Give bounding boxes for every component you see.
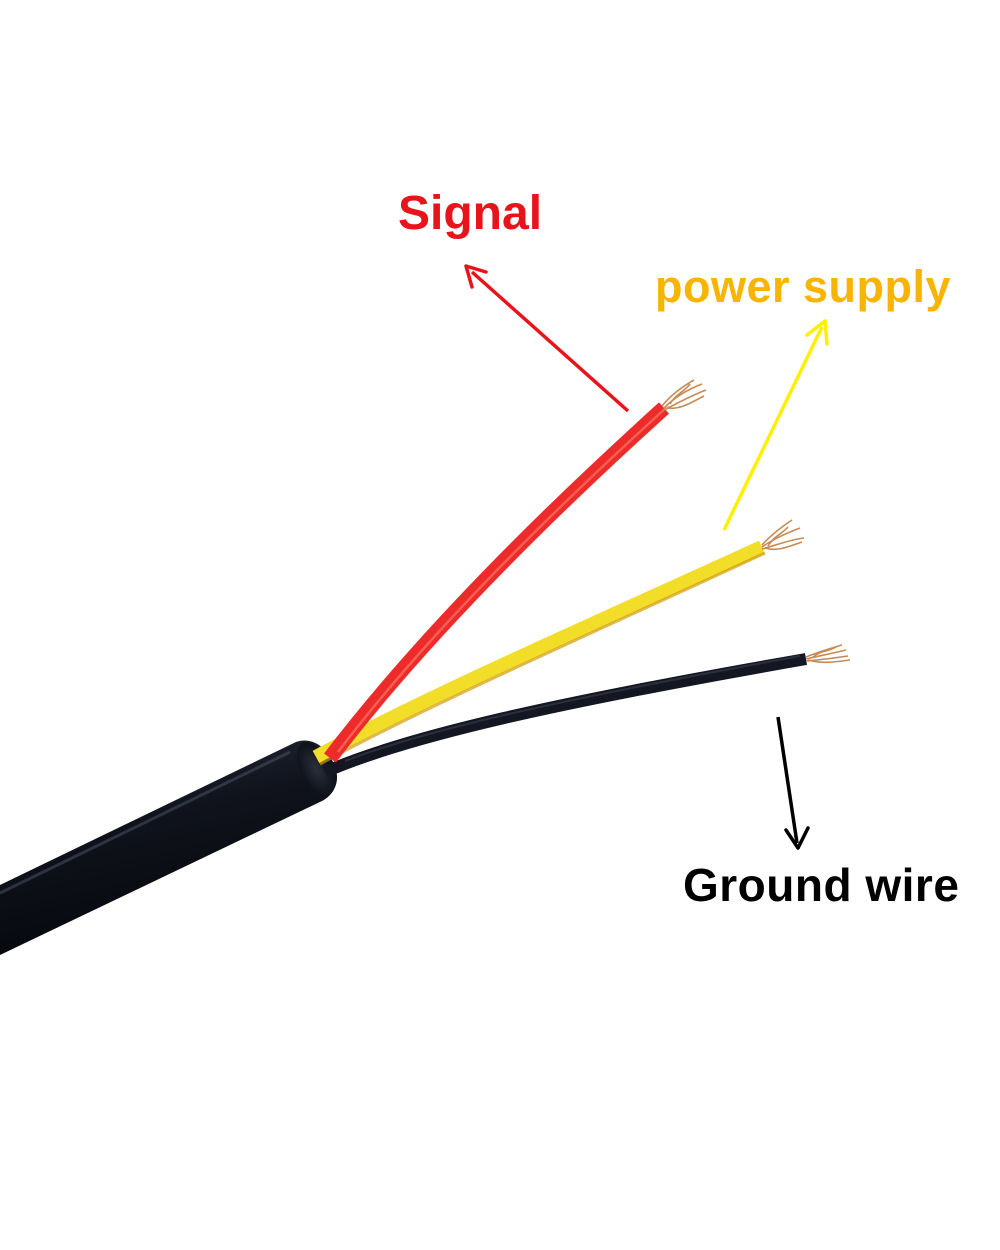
ground-wire-copper-strands — [805, 644, 851, 664]
power-supply-wire-insulation — [312, 540, 765, 764]
power-supply-arrow-shaft — [722, 326, 824, 531]
ground-wire-label: Ground wire — [683, 859, 960, 911]
power-supply-arrow-head — [805, 319, 829, 346]
ground-wire — [322, 644, 851, 778]
cable-jacket — [0, 740, 338, 955]
signal-wire-insulation — [324, 402, 670, 763]
ground-wire-shine — [344, 655, 801, 762]
ground-wire-arrow-shaft — [776, 716, 799, 844]
signal-wire — [324, 379, 707, 763]
power-supply-wire-copper-strands — [761, 519, 805, 551]
power-supply-wire-shadow — [319, 551, 766, 766]
signal-arrow — [464, 264, 630, 413]
signal-wire-shine — [337, 405, 669, 753]
ground-wire-arrow-head — [784, 826, 810, 850]
signal-wire-copper-strands — [661, 379, 707, 411]
power-supply-label: power supply — [655, 261, 952, 312]
ground-wire-insulation — [322, 653, 808, 778]
power-supply-arrow — [722, 319, 829, 531]
cable-jacket-body — [0, 740, 338, 955]
signal-arrow-shaft — [470, 270, 630, 413]
cable-jacket-highlight — [0, 750, 291, 895]
signal-label: Signal — [398, 187, 543, 240]
signal-arrow-head — [464, 264, 488, 289]
ground-wire-arrow — [776, 716, 810, 850]
power-supply-wire — [312, 519, 805, 766]
